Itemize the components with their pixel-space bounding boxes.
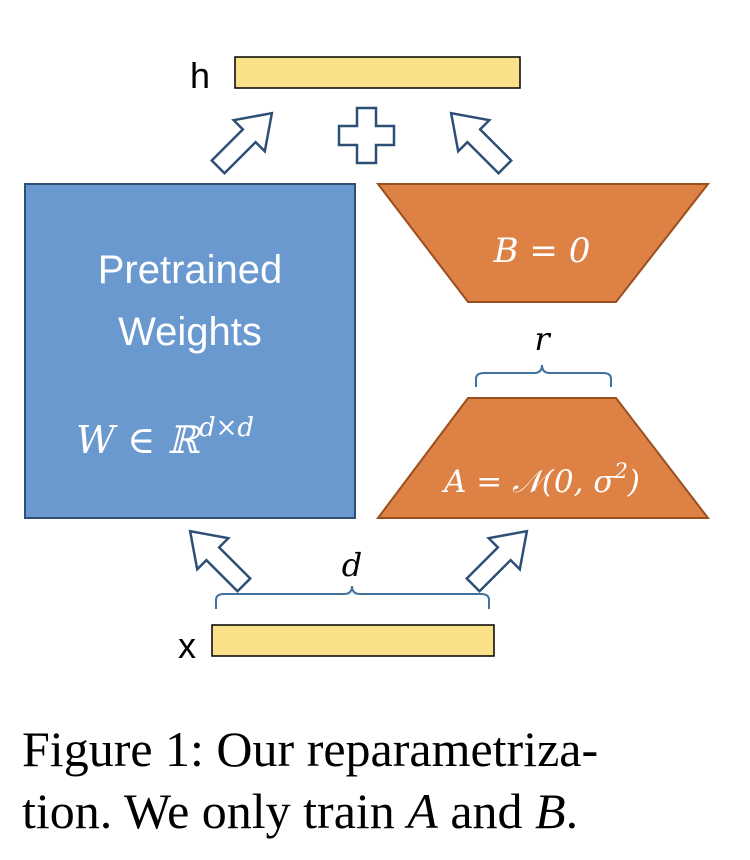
rank-brace	[475, 364, 612, 387]
pretrained-weights-block	[24, 183, 356, 519]
matrix-a-label-end: )	[627, 464, 640, 500]
matrix-a-block	[376, 397, 711, 519]
caption-line-2-mid: and	[437, 783, 536, 839]
plus-icon	[337, 106, 396, 165]
caption-line-2-pre: tion. We only train	[22, 783, 408, 839]
matrix-a-label-base: A = 𝒩(0, σ	[441, 464, 615, 500]
lora-diagram: h Pretrained Weights W ∈ ℝd×d B = 0 r A …	[24, 55, 711, 666]
matrix-a-label: A = 𝒩(0, σ2)	[441, 459, 640, 500]
caption-line-1: Figure 1: Our reparametriza-	[22, 721, 599, 777]
matrix-a-label-sup: 2	[613, 459, 627, 483]
matrix-b-block	[375, 183, 711, 303]
input-label: x	[178, 625, 196, 666]
input-vector-x	[211, 624, 495, 657]
rank-label: r	[534, 320, 551, 358]
arrow-up-left-icon	[449, 111, 514, 176]
arrow-lower-left-icon	[188, 529, 253, 594]
arrow-lower-right-icon	[464, 529, 529, 594]
arrow-up-right-icon	[209, 111, 274, 176]
figure-caption: Figure 1: Our reparametriza- tion. We on…	[22, 718, 738, 842]
pretrained-title-line1: Pretrained	[98, 248, 283, 292]
dimension-brace	[215, 585, 490, 609]
dimension-label: d	[342, 546, 362, 584]
output-vector-h	[234, 56, 521, 89]
pretrained-formula-base: W ∈ ℝ	[76, 418, 201, 462]
pretrained-formula-sup: d×d	[199, 413, 254, 443]
caption-var-b: B	[535, 783, 566, 839]
matrix-b-label: B = 0	[493, 231, 591, 271]
caption-line-2: tion. We only train A and B.	[22, 780, 738, 842]
caption-line-2-end: .	[565, 783, 579, 839]
output-label: h	[190, 55, 210, 96]
pretrained-title-line2: Weights	[118, 310, 262, 354]
caption-var-a: A	[407, 783, 438, 839]
pretrained-formula: W ∈ ℝd×d	[76, 413, 254, 462]
